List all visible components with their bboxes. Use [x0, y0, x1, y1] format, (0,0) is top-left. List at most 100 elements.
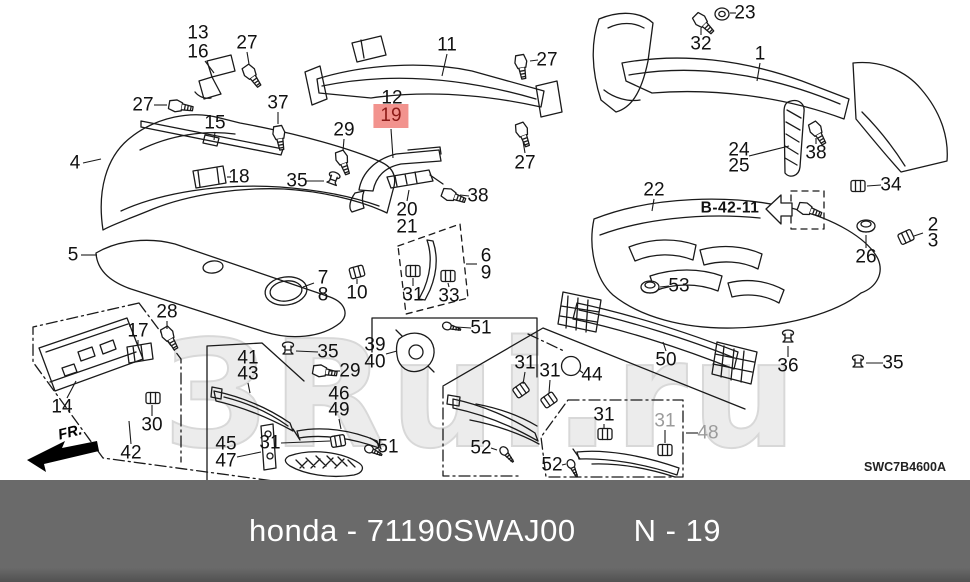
part-label-23-26[interactable]: 23: [734, 2, 756, 24]
leader-line: [549, 380, 550, 393]
part-label-28-41[interactable]: 28: [156, 301, 178, 323]
leader-line: [303, 283, 314, 287]
part-label-46-50[interactable]: 46: [328, 383, 350, 405]
leader-line: [523, 141, 525, 153]
part-label-12-13[interactable]: 12: [381, 87, 403, 109]
part-label-39-56[interactable]: 39: [364, 334, 386, 356]
part-label-9-22[interactable]: 9: [480, 262, 492, 284]
part-label-38-18[interactable]: 38: [467, 185, 489, 207]
part-label-37-4[interactable]: 37: [267, 92, 289, 114]
leader-line: [83, 159, 101, 163]
part-label-26-35[interactable]: 26: [855, 246, 877, 268]
leader-line: [652, 199, 654, 211]
part-label-53-37[interactable]: 53: [668, 275, 690, 297]
part-label-48-66[interactable]: 48: [697, 422, 719, 444]
part-label-41-46[interactable]: 41: [237, 347, 259, 369]
leader-line: [386, 351, 397, 354]
leader-line: [205, 61, 214, 73]
leader-lines: [67, 13, 923, 465]
clip-icon: [511, 380, 531, 400]
leader-line: [339, 419, 341, 429]
part-label-52-62[interactable]: 52: [470, 437, 492, 459]
bolt-icon: [158, 324, 182, 353]
part-label-34-32[interactable]: 34: [880, 174, 902, 196]
part-label-27-2[interactable]: 27: [236, 32, 258, 54]
part-label-11-11[interactable]: 11: [437, 34, 457, 56]
part-label-44-61[interactable]: 44: [581, 364, 603, 386]
fr-arrow-icon: [27, 441, 99, 472]
leader-line: [247, 52, 249, 64]
part-label-27-3[interactable]: 27: [132, 94, 154, 116]
part-label-25-30[interactable]: 25: [728, 155, 750, 177]
part-label-29-8[interactable]: 29: [333, 119, 355, 141]
rear-beam-part: [558, 292, 757, 384]
part-label-50-38[interactable]: 50: [655, 349, 677, 371]
part-label-42-45[interactable]: 42: [120, 442, 142, 464]
part-label-18-7[interactable]: 18: [228, 166, 250, 188]
part-label-14-43[interactable]: 14: [51, 396, 73, 418]
front-bumper-lower-part: [96, 240, 345, 336]
part-label-21-17[interactable]: 21: [396, 216, 418, 238]
part-label-20-16[interactable]: 20: [396, 199, 418, 221]
part-label-1-28[interactable]: 1: [754, 43, 766, 65]
part-label-3-34[interactable]: 3: [927, 230, 939, 252]
footer-page-ref: N - 19: [633, 513, 722, 548]
part-label-32-27[interactable]: 32: [690, 33, 712, 55]
right-garnish-strips-part: [573, 449, 679, 477]
part-label-4-6[interactable]: 4: [69, 152, 81, 174]
part-label-15-5[interactable]: 15: [204, 112, 226, 134]
part-label-31-19[interactable]: 31: [402, 284, 424, 306]
part-label-2-33[interactable]: 2: [927, 214, 939, 236]
part-label-35-48[interactable]: 35: [317, 341, 339, 363]
part-label-47-53[interactable]: 47: [215, 450, 237, 472]
part-label-30-44[interactable]: 30: [141, 414, 163, 436]
part-label-17-42[interactable]: 17: [127, 320, 149, 342]
part-label-7-23[interactable]: 7: [317, 267, 329, 289]
part-label-8-24[interactable]: 8: [317, 284, 329, 306]
part-label-29-49[interactable]: 29: [339, 360, 361, 382]
part-label-52-63[interactable]: 52: [541, 454, 563, 476]
part-label-10-25[interactable]: 10: [346, 282, 368, 304]
part-label-49-51[interactable]: 49: [328, 399, 350, 421]
part-label-b-42-11-67[interactable]: B-42-11: [700, 199, 760, 217]
part-label-31-64[interactable]: 31: [593, 404, 615, 426]
part-label-51-58[interactable]: 51: [470, 317, 492, 339]
bolt-icon: [311, 363, 339, 381]
rear-lower-skirt-part: [592, 199, 880, 328]
part-label-36-39[interactable]: 36: [777, 355, 799, 377]
part-label-31-60[interactable]: 31: [539, 360, 561, 382]
bolt-icon: [239, 62, 265, 91]
leader-line: [214, 132, 215, 140]
leader-line: [663, 342, 666, 351]
leader-line: [523, 372, 525, 384]
bolt-icon: [513, 53, 531, 81]
leader-line: [867, 185, 881, 186]
part-label-27-12[interactable]: 27: [536, 49, 558, 71]
part-label-31-59[interactable]: 31: [514, 352, 536, 374]
strip-6-9-part: [419, 240, 436, 300]
part-label-33-20[interactable]: 33: [438, 285, 460, 307]
part-label-43-47[interactable]: 43: [237, 363, 259, 385]
leader-line: [67, 381, 76, 398]
part-label-13-0[interactable]: 13: [187, 22, 209, 44]
part-label-35-9[interactable]: 35: [286, 170, 308, 192]
part-label-16-1[interactable]: 16: [187, 41, 209, 63]
part-label-38-31[interactable]: 38: [805, 142, 827, 164]
part-label-5-10[interactable]: 5: [67, 244, 79, 266]
part-label-6-21[interactable]: 6: [480, 245, 492, 267]
part-label-35-40[interactable]: 35: [882, 352, 904, 374]
part-label-31-65[interactable]: 31: [654, 410, 676, 432]
part-label-31-54[interactable]: 31: [259, 432, 281, 454]
part-label-24-29[interactable]: 24: [728, 139, 750, 161]
leader-line: [129, 421, 131, 444]
clip-pin-icon: [325, 169, 342, 187]
part-label-19-14[interactable]: 19: [373, 104, 409, 128]
leader-line: [407, 190, 409, 201]
part-label-22-36[interactable]: 22: [643, 179, 665, 201]
part-label-45-52[interactable]: 45: [215, 433, 237, 455]
part-label-51-55[interactable]: 51: [377, 436, 399, 458]
part-label-40-57[interactable]: 40: [364, 351, 386, 373]
part-label-27-15[interactable]: 27: [514, 152, 536, 174]
clip-icon: [657, 443, 673, 457]
front-beam-part: [305, 36, 562, 117]
